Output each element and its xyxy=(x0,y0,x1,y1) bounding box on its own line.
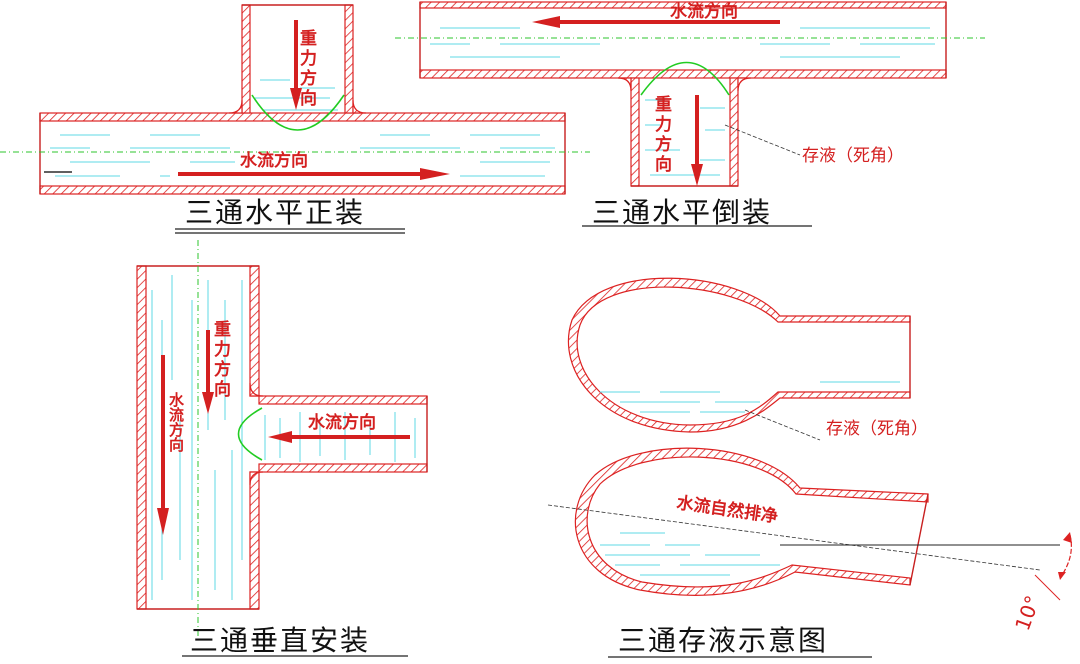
caption-horizontal-inverted: 三通水平倒装 xyxy=(592,196,772,229)
vertical-pipe-right-wall-upper xyxy=(249,265,260,397)
tilt-reference-line xyxy=(547,504,1041,571)
caption-retention: 三通存液示意图 xyxy=(618,624,828,657)
caption-horizontal-upright: 三通水平正装 xyxy=(185,196,365,229)
branch-top-wall xyxy=(258,395,428,405)
branch-flow-arrow xyxy=(268,431,410,443)
water-lines xyxy=(600,381,900,413)
panel-horizontal-upright: 重力方向 水流方向 三通水平正装 xyxy=(0,4,590,234)
meniscus-curve xyxy=(237,407,263,461)
branch-left-wall xyxy=(241,4,251,114)
main-pipe-top-wall xyxy=(39,112,566,122)
branch-right-wall xyxy=(344,4,354,114)
flow-arrow xyxy=(178,168,450,180)
gravity-label: 重力方向 xyxy=(214,319,231,400)
gravity-label: 重力方向 xyxy=(300,28,317,109)
branch-bottom-wall xyxy=(258,463,428,473)
angle-label: 10° xyxy=(1010,592,1045,634)
branch-right-wall xyxy=(729,77,739,187)
water-lines xyxy=(50,79,555,177)
flow-label: 水流方向 xyxy=(240,150,308,171)
vertical-pipe-left-wall xyxy=(136,265,147,610)
dead-leg-label: 存液（死角） xyxy=(826,419,928,439)
lower-bulb-wall xyxy=(574,447,929,596)
flow-label: 水流方向 xyxy=(670,1,738,22)
panel-vertical: 重力方向 水流方向 水流方向 三通垂直安装 xyxy=(136,240,428,657)
caption-vertical: 三通垂直安装 xyxy=(190,624,370,657)
panel-retention: 存液（死角） 10° 水流自然排净 三通存液示意图 xyxy=(547,277,1072,658)
gravity-arrow xyxy=(202,330,214,414)
main-pipe-bottom-wall xyxy=(39,185,566,195)
vertical-flow-arrow xyxy=(157,355,169,535)
vertical-flow-label: 水流方向 xyxy=(167,391,185,453)
dead-leg-label: 存液（死角） xyxy=(802,146,904,166)
meniscus-curve xyxy=(640,61,730,96)
flow-arrow xyxy=(532,16,780,28)
upper-bulb-wall xyxy=(567,277,911,433)
branch-left-wall xyxy=(630,77,640,187)
main-pipe-bottom-wall xyxy=(419,69,947,79)
self-drain-label: 水流自然排净 xyxy=(675,492,779,527)
panel-horizontal-inverted: 水流方向 重力方向 存液（死角） 三通水平倒装 xyxy=(395,1,985,229)
branch-flow-label: 水流方向 xyxy=(308,412,376,433)
water-lines xyxy=(600,532,780,576)
meniscus-curve xyxy=(251,94,345,131)
vertical-pipe-right-wall-lower xyxy=(249,471,260,610)
gravity-arrow xyxy=(290,20,302,110)
gravity-arrow xyxy=(691,95,703,186)
gravity-label: 重力方向 xyxy=(655,94,672,175)
water-lines xyxy=(430,27,935,176)
